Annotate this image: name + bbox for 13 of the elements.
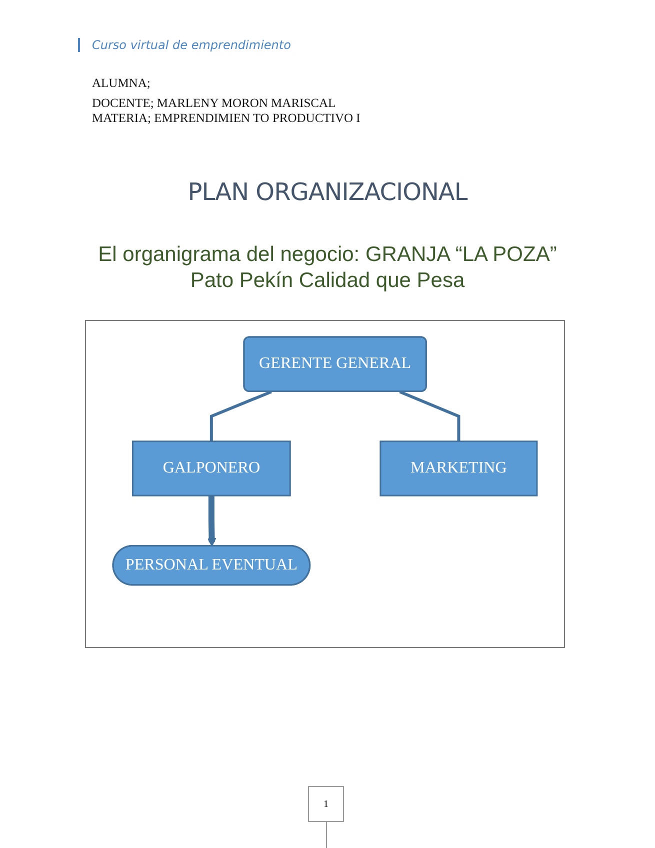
- subject-line: MATERIA; EMPRENDIMIEN TO PRODUCTIVO I: [92, 111, 360, 126]
- student-line: ALUMNA;: [92, 76, 150, 91]
- node-box: [380, 440, 538, 496]
- teacher-line: DOCENTE; MARLENY MORON MARISCAL: [92, 96, 336, 111]
- node-box: [132, 440, 291, 496]
- connector: [399, 390, 460, 442]
- title: PLAN ORGANIZACIONAL: [186, 178, 469, 206]
- header-text: Curso virtual de emprendimiento: [78, 38, 291, 52]
- arrow: [207, 496, 216, 547]
- subtitle: El organigrama del negocio: GRANJA “LA POZA” Pato Pekín Calidad que Pesa: [97, 242, 558, 294]
- diagram-frame: GERENTE GENERAL GALPONERO MARKETING PERSONAL EVENTUAL: [85, 320, 565, 648]
- connector: [210, 390, 272, 442]
- page-number: 1: [308, 786, 344, 822]
